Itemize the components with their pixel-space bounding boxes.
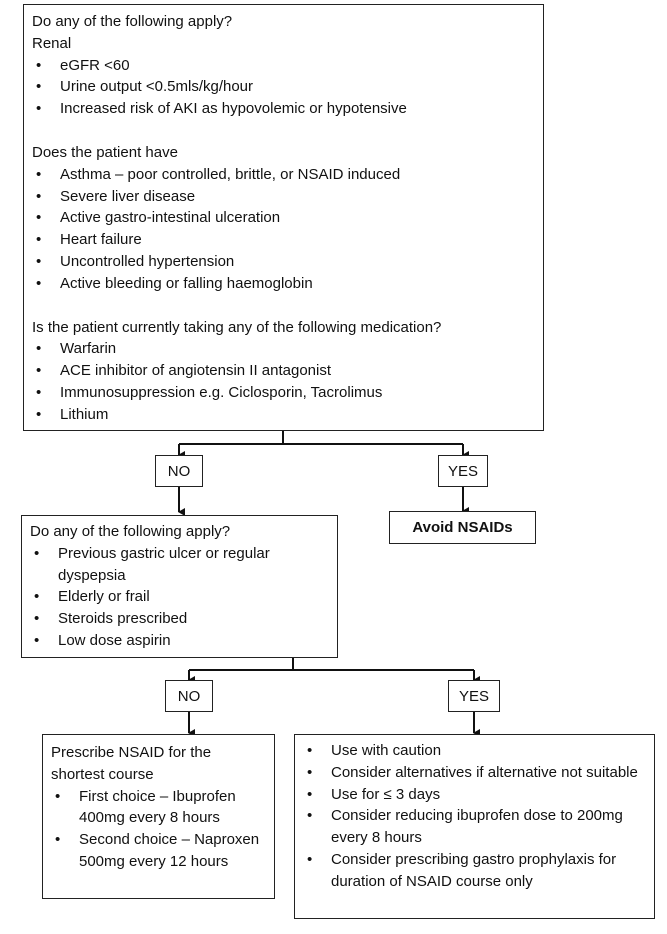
medication-list: Warfarin ACE inhibitor of angiotensin II… [32,338,535,425]
list-item: ACE inhibitor of angiotensin II antagoni… [32,360,535,382]
branch2-yes-label: YES [448,680,500,712]
list-item: Severe liver disease [32,186,535,208]
prescribe-list: First choice – Ibuprofen 400mg every 8 h… [51,786,266,873]
list-item: Heart failure [32,229,535,251]
avoid-nsaids-box: Avoid NSAIDs [389,511,536,544]
renal-heading: Renal [32,34,72,52]
patient-heading: Does the patient have [32,143,178,161]
list-item: Lithium [32,404,535,426]
list-item: Previous gastric ulcer or regular dyspep… [30,543,329,587]
caution-list: Use with caution Consider alternatives i… [303,740,646,893]
prescribe-nsaid-box: Prescribe NSAID for the shortest course … [42,734,275,899]
list-item: First choice – Ibuprofen 400mg every 8 h… [51,786,266,830]
list-item: Consider alternatives if alternative not… [303,762,646,784]
top-decision-box: Do any of the following apply? Renal eGF… [23,4,544,431]
list-item: Warfarin [32,338,535,360]
top-question: Do any of the following apply? [32,13,233,30]
list-item: Increased risk of AKI as hypovolemic or … [32,98,535,120]
branch1-no-label: NO [155,455,203,487]
list-item: Asthma – poor controlled, brittle, or NS… [32,164,535,186]
branch2-no-label: NO [165,680,213,712]
medication-heading: Is the patient currently taking any of t… [32,318,442,336]
list-item: eGFR <60 [32,55,535,77]
list-item: Use for ≤ 3 days [303,784,646,806]
list-item: Elderly or frail [30,586,329,608]
list-item: Consider prescribing gastro prophylaxis … [303,849,646,893]
prescribe-heading: Prescribe NSAID for the shortest course [51,744,212,783]
list-item: Low dose aspirin [30,630,329,652]
list-item: Urine output <0.5mls/kg/hour [32,76,535,98]
branch1-yes-label: YES [438,455,488,487]
mid-question: Do any of the following apply? [30,523,231,540]
list-item: Uncontrolled hypertension [32,251,535,273]
mid-list: Previous gastric ulcer or regular dyspep… [30,543,329,652]
renal-list: eGFR <60 Urine output <0.5mls/kg/hour In… [32,55,535,120]
list-item: Consider reducing ibuprofen dose to 200m… [303,805,646,849]
list-item: Second choice – Naproxen 500mg every 12 … [51,829,266,873]
list-item: Steroids prescribed [30,608,329,630]
patient-list: Asthma – poor controlled, brittle, or NS… [32,164,535,295]
caution-box: Use with caution Consider alternatives i… [294,734,655,919]
mid-decision-box: Do any of the following apply? Previous … [21,515,338,658]
list-item: Active gastro-intestinal ulceration [32,207,535,229]
list-item: Use with caution [303,740,646,762]
list-item: Active bleeding or falling haemoglobin [32,273,535,295]
list-item: Immunosuppression e.g. Ciclosporin, Tacr… [32,382,535,404]
